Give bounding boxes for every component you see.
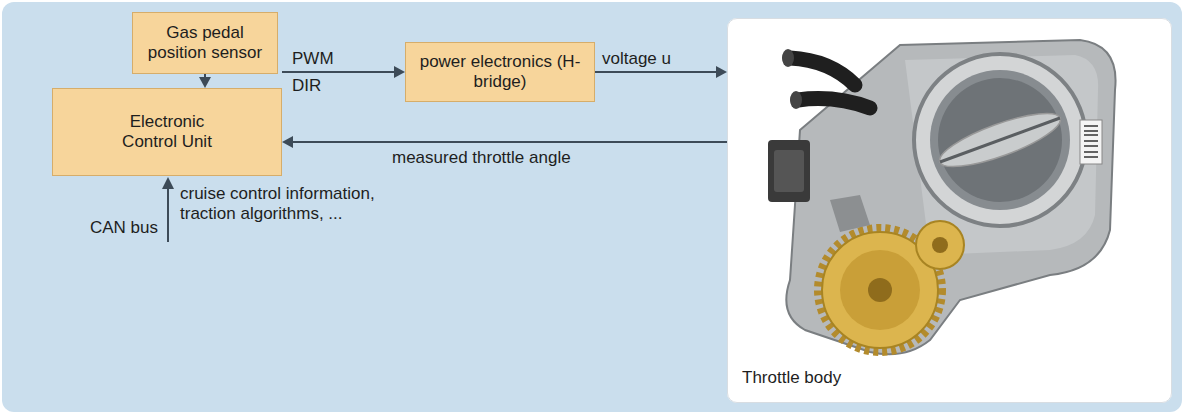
photo-ground	[727, 18, 1172, 403]
signal-arrow	[282, 136, 727, 148]
signal-label: DIR	[292, 76, 321, 96]
signal-label: voltage u	[602, 49, 671, 69]
can-bus-arrow	[162, 177, 174, 242]
node-text: power electronics (H-bridge)	[416, 52, 584, 93]
signal-arrow	[199, 74, 211, 88]
signal-label: measured throttle angle	[392, 148, 571, 168]
throttle-body-illustration	[768, 40, 1116, 354]
throttle-body-photo: Throttle body	[727, 18, 1172, 403]
signal-label: cruise control information, traction alg…	[180, 184, 430, 225]
signal-label: PWM	[292, 49, 334, 69]
sensor-box: Gas pedal position sensor	[132, 12, 278, 74]
power-electronics-box: power electronics (H-bridge)	[405, 42, 595, 102]
node-text: Gas pedal position sensor	[143, 23, 267, 64]
signal-label: CAN bus	[90, 218, 158, 238]
node-text: Electronic Control Unit	[108, 112, 226, 153]
control-unit-box: Electronic Control Unit	[52, 88, 282, 176]
node-text: Throttle body	[742, 368, 841, 388]
